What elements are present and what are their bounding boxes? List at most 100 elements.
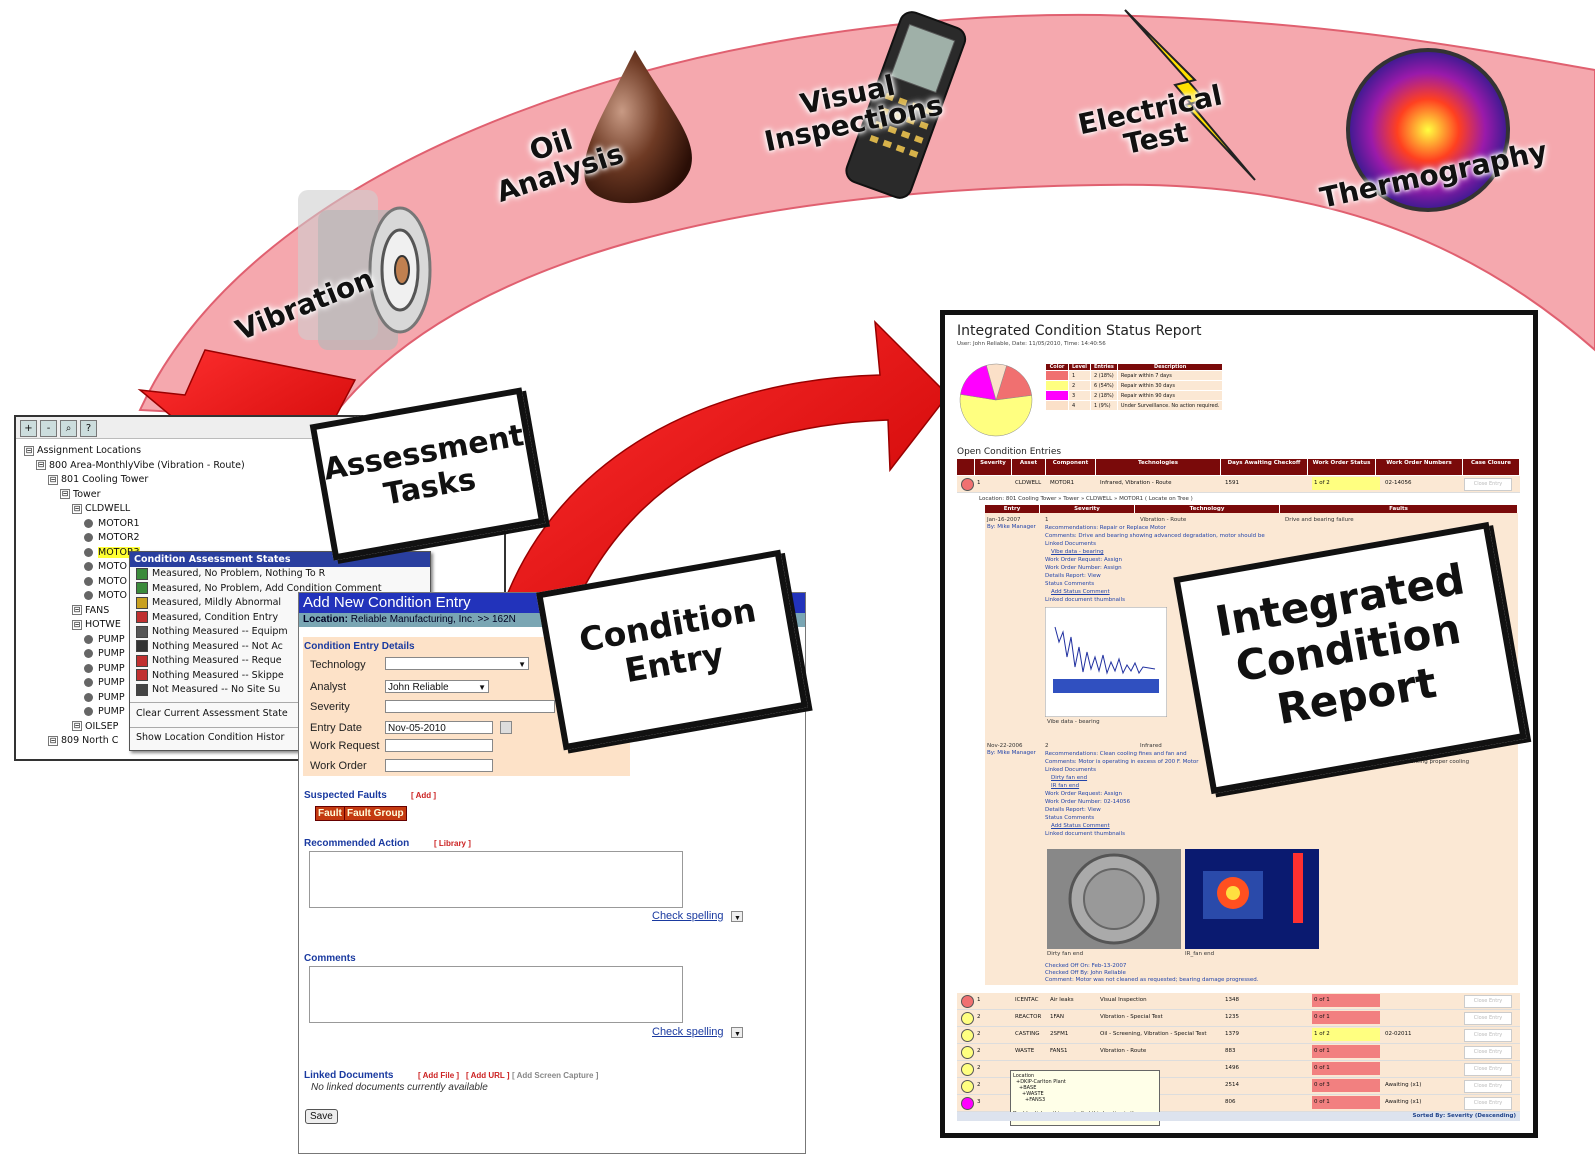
tree-node[interactable]: MOTOR3 bbox=[84, 546, 140, 560]
close-entry-button[interactable]: Close Entry bbox=[1464, 1097, 1512, 1110]
entry-detail-line[interactable]: Add Status Comment bbox=[1051, 589, 1110, 595]
help-icon[interactable]: ? bbox=[80, 420, 97, 437]
column-header[interactable]: Work Order Status bbox=[1308, 459, 1376, 475]
entry-detail-line[interactable]: Add Status Comment bbox=[1051, 823, 1110, 829]
row-sev: 2 bbox=[977, 1014, 981, 1020]
tree-node[interactable]: ⊟800 Area-MonthlyVibe (Vibration - Route… bbox=[36, 459, 245, 473]
expand-toggle-icon[interactable]: ⊟ bbox=[72, 503, 82, 514]
column-header[interactable]: Case Closure bbox=[1463, 459, 1520, 475]
spellcheck-menu-icon[interactable]: ▼ bbox=[731, 911, 743, 922]
table-row[interactable]: 1 CLDWELL MOTOR1 Infrared, Vibration - R… bbox=[957, 476, 1520, 493]
assessment-state-item[interactable]: Measured, Mildly Abnormal bbox=[130, 596, 430, 611]
assessment-state-item[interactable]: Nothing Measured -- Equipm bbox=[130, 625, 430, 640]
tree-node[interactable]: MOTO bbox=[84, 589, 127, 603]
tree-node[interactable]: PUMP bbox=[84, 647, 125, 661]
expand-toggle-icon[interactable]: ⊟ bbox=[72, 619, 82, 630]
tree-node[interactable]: ⊟HOTWE bbox=[72, 618, 121, 632]
entry-detail-line[interactable]: Vibe data - bearing bbox=[1051, 549, 1104, 555]
tree-node[interactable]: ⊟Tower bbox=[60, 488, 101, 502]
tree-node[interactable]: PUMP bbox=[84, 662, 125, 676]
assessment-state-item[interactable]: Nothing Measured -- Reque bbox=[130, 654, 430, 669]
entry-detail-line[interactable]: Work Order Request: Assign bbox=[1045, 557, 1122, 563]
column-header[interactable]: Asset bbox=[1012, 459, 1046, 475]
close-entry-button[interactable]: Close Entry bbox=[1464, 1046, 1512, 1059]
close-entry-button[interactable]: Close Entry bbox=[1464, 1063, 1512, 1076]
check-spelling-link-2[interactable]: Check spelling bbox=[652, 1026, 724, 1038]
tree-node[interactable]: ⊟OILSEP bbox=[72, 720, 118, 734]
expand-toggle-icon[interactable]: ⊟ bbox=[60, 489, 70, 499]
entry-detail-line[interactable]: IR fan end bbox=[1051, 783, 1080, 789]
tree-node[interactable]: MOTOR1 bbox=[84, 517, 140, 531]
tree-node[interactable]: ⊟801 Cooling Tower bbox=[48, 473, 148, 487]
check-spelling-link-1[interactable]: Check spelling bbox=[652, 910, 724, 922]
severity-input[interactable] bbox=[385, 700, 555, 713]
entry-detail-line[interactable]: Work Order Number: 02-14056 bbox=[1045, 799, 1131, 805]
expand-toggle-icon[interactable]: ⊟ bbox=[72, 721, 82, 731]
assessment-state-item[interactable]: Measured, No Problem, Add Condition Comm… bbox=[130, 582, 430, 597]
zoom-out-icon[interactable]: - bbox=[40, 420, 57, 437]
expand-toggle-icon[interactable]: ⊟ bbox=[24, 445, 34, 456]
tree-node[interactable]: MOTO bbox=[84, 560, 127, 574]
comments-textarea[interactable] bbox=[309, 966, 683, 1023]
tree-node[interactable]: MOTO bbox=[84, 575, 127, 589]
binoculars-icon[interactable]: ⌕ bbox=[60, 420, 77, 437]
tree-node[interactable]: MOTOR2 bbox=[84, 531, 140, 545]
close-entry-button[interactable]: Close Entry bbox=[1464, 1080, 1512, 1093]
column-header[interactable]: Work Order Numbers bbox=[1376, 459, 1463, 475]
add-screen-capture-link[interactable]: [ Add Screen Capture ] bbox=[512, 1071, 599, 1080]
expand-toggle-icon[interactable]: ⊟ bbox=[72, 605, 82, 615]
entry-detail-line[interactable]: Work Order Number: Assign bbox=[1045, 565, 1122, 571]
close-entry-button[interactable]: Close Entry bbox=[1464, 478, 1512, 491]
assessment-state-item[interactable]: Measured, Condition Entry bbox=[130, 611, 430, 626]
entry-detail-line[interactable]: Dirty fan end bbox=[1051, 775, 1088, 781]
add-file-link[interactable]: [ Add File ] bbox=[418, 1071, 460, 1080]
tree-node[interactable]: ⊟CLDWELL bbox=[72, 502, 130, 516]
column-header[interactable]: Technologies bbox=[1096, 459, 1221, 475]
entry-detail-line[interactable]: Work Order Request: Assign bbox=[1045, 791, 1122, 797]
tree-node[interactable]: ⊟Assignment Locations bbox=[24, 444, 141, 458]
column-header[interactable]: Component bbox=[1046, 459, 1096, 475]
entry-detail-line[interactable]: Details Report: View bbox=[1045, 807, 1101, 813]
entry-detail-line[interactable]: Details Report: View bbox=[1045, 573, 1101, 579]
assessment-state-item[interactable]: Not Measured -- No Site Su bbox=[130, 683, 430, 698]
spellcheck-menu-icon[interactable]: ▼ bbox=[731, 1027, 743, 1038]
tree-node[interactable]: ⊟FANS bbox=[72, 604, 109, 618]
close-entry-button[interactable]: Close Entry bbox=[1464, 995, 1512, 1008]
tree-node[interactable]: PUMP bbox=[84, 705, 125, 719]
expand-toggle-icon[interactable]: ⊟ bbox=[36, 460, 46, 470]
assessment-state-item[interactable]: Nothing Measured -- Not Ac bbox=[130, 640, 430, 655]
column-header[interactable]: Severity bbox=[975, 459, 1012, 475]
analyst-select[interactable]: John Reliable▼ bbox=[385, 680, 489, 693]
library-link[interactable]: [ Library ] bbox=[434, 839, 471, 848]
assessment-state-item[interactable]: Nothing Measured -- Skippe bbox=[130, 669, 430, 684]
tree-node[interactable]: PUMP bbox=[84, 633, 125, 647]
assessment-state-item[interactable]: Measured, No Problem, Nothing To R bbox=[130, 567, 430, 582]
technology-select[interactable]: ▼ bbox=[385, 657, 529, 670]
zoom-in-icon[interactable]: + bbox=[20, 420, 37, 437]
tree-node-label: Assignment Locations bbox=[37, 445, 142, 456]
column-header[interactable]: Days Awaiting Checkoff bbox=[1221, 459, 1308, 475]
work-request-input[interactable] bbox=[385, 739, 493, 752]
show-location-history-item[interactable]: Show Location Condition Histor bbox=[136, 732, 285, 743]
clear-assessment-state-item[interactable]: Clear Current Assessment State bbox=[136, 707, 288, 719]
entry-date-input[interactable]: Nov-05-2010 bbox=[385, 721, 493, 734]
tree-node[interactable]: PUMP bbox=[84, 676, 125, 690]
work-order-input[interactable] bbox=[385, 759, 493, 772]
tree-node[interactable]: PUMP bbox=[84, 691, 125, 705]
expand-toggle-icon[interactable]: ⊟ bbox=[48, 735, 58, 746]
tree-node[interactable]: ⊟809 North C bbox=[48, 734, 118, 748]
close-entry-button[interactable]: Close Entry bbox=[1464, 1029, 1512, 1042]
close-entry-button[interactable]: Close Entry bbox=[1464, 1012, 1512, 1025]
add-url-link[interactable]: [ Add URL ] bbox=[466, 1071, 510, 1080]
expand-toggle-icon[interactable]: ⊟ bbox=[48, 474, 58, 485]
calendar-icon[interactable] bbox=[500, 721, 512, 734]
save-button[interactable]: Save bbox=[305, 1109, 338, 1124]
add-fault-link[interactable]: [ Add ] bbox=[411, 791, 437, 800]
severity-icon bbox=[961, 1046, 974, 1059]
recommended-action-textarea[interactable] bbox=[309, 851, 683, 908]
